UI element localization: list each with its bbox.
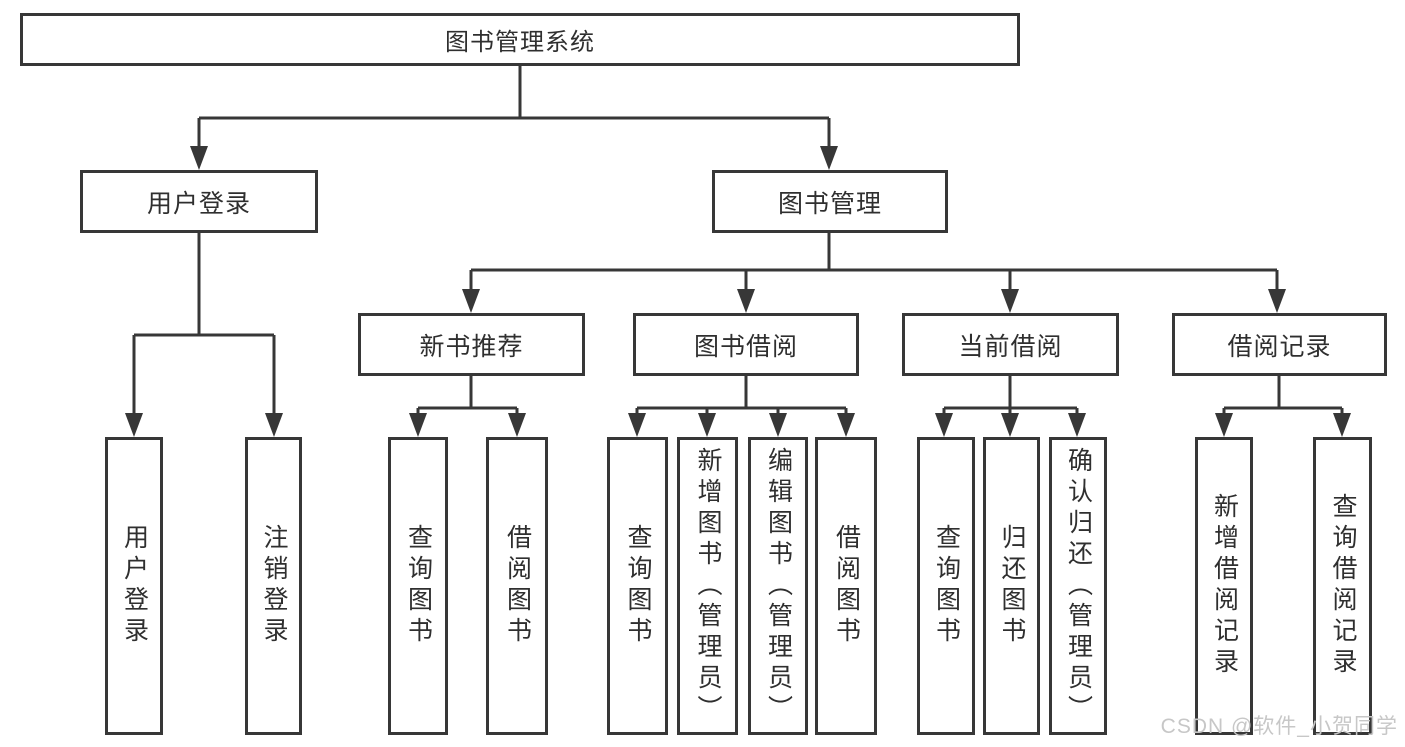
node-label: 查询图书: [404, 524, 433, 648]
node-query-books-2: 查询图书: [607, 437, 668, 735]
node-label: 用户登录: [120, 524, 149, 648]
node-query-books-1: 查询图书: [388, 437, 448, 735]
node-add-borrow-record: 新增借阅记录: [1195, 437, 1253, 735]
node-new-book-recommendation: 新书推荐: [358, 313, 585, 376]
node-label: 当前借阅: [958, 332, 1063, 361]
node-logout-leaf: 注销登录: [245, 437, 302, 735]
node-label: 用户登录: [146, 189, 251, 218]
node-book-borrowing: 图书借阅: [633, 313, 859, 376]
node-label: 新书推荐: [419, 332, 524, 361]
node-label: 注销登录: [260, 524, 288, 648]
node-current-borrowing: 当前借阅: [902, 313, 1119, 376]
node-user-login: 用户登录: [80, 170, 318, 233]
node-query-books-3: 查询图书: [917, 437, 975, 735]
node-label: 借阅图书: [832, 524, 861, 648]
node-label: 确认归还（管理员）: [1064, 446, 1093, 726]
node-label: 新增图书（管理员）: [694, 446, 722, 726]
node-label: 编辑图书（管理员）: [764, 446, 793, 726]
node-borrow-books-1: 借阅图书: [486, 437, 548, 735]
node-label: 图书借阅: [693, 332, 798, 361]
node-label: 图书管理: [777, 189, 882, 218]
node-add-book-admin: 新增图书（管理员）: [677, 437, 738, 735]
node-return-book: 归还图书: [983, 437, 1040, 735]
node-label: 归还图书: [998, 524, 1026, 648]
node-book-management: 图书管理: [712, 170, 948, 233]
node-label: 查询图书: [624, 524, 652, 648]
node-label: 借阅图书: [503, 524, 532, 648]
node-borrow-books-2: 借阅图书: [815, 437, 877, 735]
node-label: 新增借阅记录: [1210, 493, 1239, 679]
node-label: 图书管理系统: [445, 29, 595, 56]
node-label: 查询图书: [932, 524, 961, 648]
node-label: 借阅记录: [1227, 332, 1332, 361]
node-borrowing-records: 借阅记录: [1172, 313, 1387, 376]
node-query-borrow-record: 查询借阅记录: [1313, 437, 1372, 735]
node-user-login-leaf: 用户登录: [105, 437, 163, 735]
node-confirm-return-admin: 确认归还（管理员）: [1049, 437, 1107, 735]
node-label: 查询借阅记录: [1329, 493, 1357, 679]
watermark: CSDN @软件_小贺同学: [1160, 715, 1398, 738]
node-edit-book-admin: 编辑图书（管理员）: [748, 437, 808, 735]
node-library-management-system: 图书管理系统: [20, 13, 1020, 66]
